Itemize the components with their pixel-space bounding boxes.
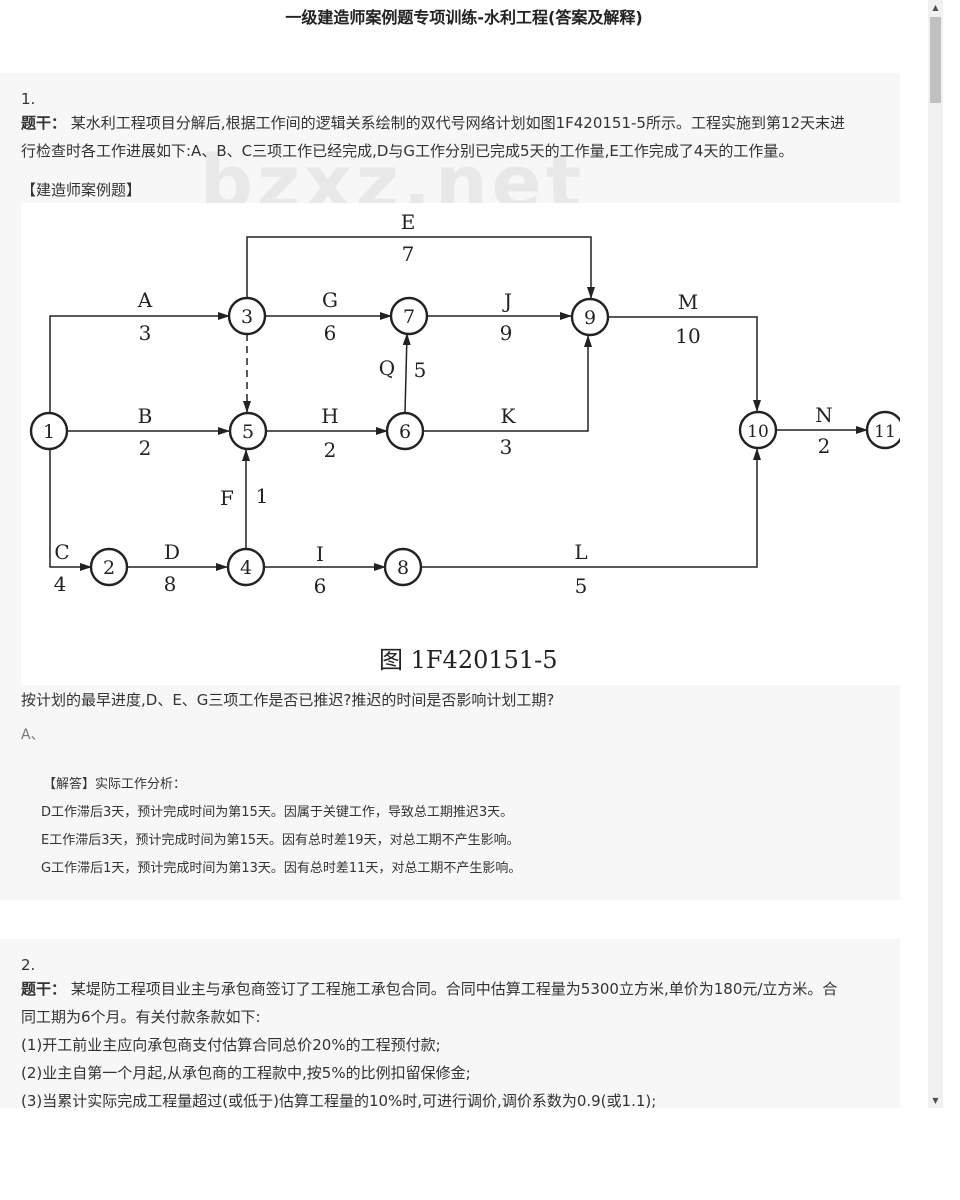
- node-label-6: 6: [399, 421, 411, 443]
- page-title: 一级建造师案例题专项训练-水利工程(答案及解释): [285, 8, 643, 27]
- answer-line-e: E工作滞后3天，预计完成时间为第15天。因有总时差19天，对总工期不产生影响。: [41, 833, 520, 848]
- stem-text-line1: 某堤防工程项目业主与承包商签订了工程施工承包合同。合同中估算工程量为5300立方…: [70, 980, 838, 998]
- activity-e-name: E: [401, 210, 416, 234]
- node-11: [865, 410, 900, 450]
- stem-item-2: (2)业主自第一个月起,从承包商的工程款中,按5%的比例扣留保修金;: [21, 1064, 471, 1082]
- activity-l-name: L: [574, 540, 587, 564]
- node-label-3: 3: [241, 306, 253, 328]
- scroll-up-icon[interactable]: ▲: [932, 3, 939, 12]
- answer-heading: 【解答】实际工作分析：: [43, 777, 187, 792]
- answer-option-a[interactable]: A、: [21, 727, 45, 743]
- answer-line-g: G工作滞后1天，预计完成时间为第13天。因有总时差11天，对总工期不产生影响。: [41, 861, 522, 876]
- node-2: [89, 547, 129, 587]
- activity-c-name: C: [54, 540, 69, 564]
- activity-c-duration: 4: [54, 572, 67, 596]
- arrow-m: [609, 316, 761, 412]
- arrow-q: [402, 333, 411, 414]
- activity-i-name: I: [316, 542, 324, 566]
- node-label-5: 5: [242, 421, 254, 443]
- node-label-9: 9: [584, 307, 596, 329]
- activity-g-duration: 6: [324, 321, 337, 345]
- arrow-k: [423, 335, 592, 432]
- node-4: [226, 547, 266, 587]
- activity-f-duration: 1: [256, 484, 269, 508]
- answer-line-d: D工作滞后3天，预计完成时间为第15天。因属于关键工作，导致总工期推迟3天。: [41, 805, 514, 820]
- question-text: 按计划的最早进度,D、E、G三项工作是否已推迟?推迟的时间是否影响计划工期?: [21, 691, 555, 709]
- activity-g-name: G: [322, 288, 338, 312]
- scrollbar-thumb[interactable]: [930, 17, 941, 103]
- scroll-down-icon[interactable]: ▼: [932, 1096, 939, 1105]
- activity-m-name: M: [678, 290, 698, 314]
- activity-d-duration: 8: [164, 572, 177, 596]
- activity-n-name: N: [815, 403, 833, 427]
- arrow-a: [49, 312, 230, 413]
- node-label-4: 4: [240, 557, 252, 579]
- question-number: 1.: [21, 90, 36, 108]
- stem-label: 题干：: [21, 114, 67, 132]
- activity-h-duration: 2: [324, 438, 337, 462]
- activity-k-duration: 3: [500, 435, 513, 459]
- node-label-1: 1: [43, 421, 55, 443]
- activity-k-name: K: [501, 404, 517, 428]
- network-diagram-svg: 1 2 3 4 5 6 7 8 9 10 11 A 3 B 2 C 4 D: [29, 210, 900, 674]
- stem-text-line2: 行检查时各工作进展如下:A、B、C三项工作已经完成,D与G工作分别已完成5天的工…: [21, 142, 794, 160]
- network-diagram: 1 2 3 4 5 6 7 8 9 10 11 A 3 B 2 C 4 D: [21, 203, 900, 685]
- stem-item-1: (1)开工前业主应向承包商支付估算合同总价20%的工程预付款;: [21, 1036, 441, 1054]
- activity-b-duration: 2: [139, 436, 152, 460]
- activity-j-duration: 9: [500, 321, 513, 345]
- activity-h-name: H: [321, 404, 338, 428]
- stem-label: 题干：: [21, 980, 67, 998]
- figure-caption: 图 1F420151-5: [379, 646, 558, 674]
- activity-j-name: J: [502, 289, 512, 313]
- arrow-l: [421, 448, 761, 568]
- question-stem: 题干： 某堤防工程项目业主与承包商签订了工程施工承包合同。合同中估算工程量为53…: [21, 975, 889, 1108]
- node-9: [570, 297, 610, 337]
- node-label-8: 8: [397, 557, 409, 579]
- node-6: [385, 411, 425, 451]
- node-1: [29, 411, 69, 451]
- node-3: [227, 296, 267, 336]
- node-label-2: 2: [103, 557, 115, 579]
- question-stem: 题干： 某水利工程项目分解后,根据工作间的逻辑关系绘制的双代号网络计划如图1F4…: [21, 109, 889, 165]
- activity-n-duration: 2: [818, 434, 831, 458]
- question-number: 2.: [21, 956, 36, 974]
- activity-f-name: F: [220, 486, 234, 510]
- activity-i-duration: 6: [314, 574, 327, 598]
- node-label-7: 7: [403, 306, 415, 328]
- stem-text-line2: 同工期为6个月。有关付款条款如下:: [21, 1008, 261, 1026]
- activity-l-duration: 5: [575, 574, 588, 598]
- arrow-e: [246, 236, 595, 299]
- activity-q-duration: 5: [414, 358, 427, 382]
- node-5: [228, 411, 268, 451]
- activity-m-duration: 10: [675, 324, 700, 348]
- vertical-scrollbar[interactable]: ▲ ▼: [928, 0, 943, 1108]
- stem-text-line1: 某水利工程项目分解后,根据工作间的逻辑关系绘制的双代号网络计划如图1F42015…: [70, 114, 846, 132]
- node-7: [389, 296, 429, 336]
- arrow-c: [49, 449, 92, 571]
- node-10: [738, 410, 778, 450]
- page-viewport: 一级建造师案例题专项训练-水利工程(答案及解释) 1. 题干： 某水利工程项目分…: [0, 8, 900, 1108]
- activity-q-name: Q: [379, 356, 395, 380]
- activity-e-duration: 7: [402, 242, 415, 266]
- question-card-2: 2. 题干： 某堤防工程项目业主与承包商签订了工程施工承包合同。合同中估算工程量…: [0, 939, 900, 1108]
- activity-a-duration: 3: [139, 321, 152, 345]
- stem-item-3: (3)当累计实际完成工程量超过(或低于)估算工程量的10%时,可进行调价,调价系…: [21, 1092, 657, 1108]
- question-source: 【建造师案例题】: [21, 181, 142, 199]
- node-8: [383, 547, 423, 587]
- activity-a-name: A: [137, 288, 153, 312]
- node-label-11: 11: [874, 422, 896, 442]
- activity-d-name: D: [164, 540, 180, 564]
- activity-b-name: B: [138, 404, 153, 428]
- node-label-10: 10: [747, 422, 769, 442]
